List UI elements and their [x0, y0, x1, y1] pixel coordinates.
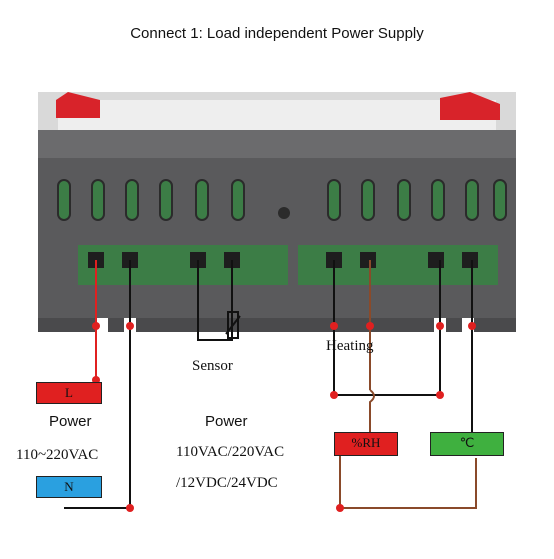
power-label-left: Power	[49, 413, 92, 430]
voltage-label-left: 110~220VAC	[16, 447, 99, 463]
rh-box: %RH	[334, 432, 398, 456]
terminal-block-left	[78, 245, 288, 285]
heating-label: Heating	[326, 338, 374, 354]
left-clip	[56, 92, 100, 118]
power-label-right: Power	[205, 413, 248, 430]
voltage-label-right-2: /12VDC/24VDC	[176, 475, 278, 491]
device-top	[38, 92, 516, 132]
voltage-label-right-1: 110VAC/220VAC	[176, 444, 285, 460]
live-box: L	[36, 382, 102, 404]
neutral-box: N	[36, 476, 102, 498]
celsius-box: ℃	[430, 432, 504, 456]
vent-slots	[57, 179, 507, 221]
diagram-title: Connect 1: Load independent Power Supply	[130, 25, 424, 42]
center-screw	[278, 207, 290, 219]
right-clip	[440, 92, 500, 120]
device-body	[38, 130, 516, 332]
sensor-label: Sensor	[192, 358, 233, 374]
wires	[64, 260, 477, 512]
